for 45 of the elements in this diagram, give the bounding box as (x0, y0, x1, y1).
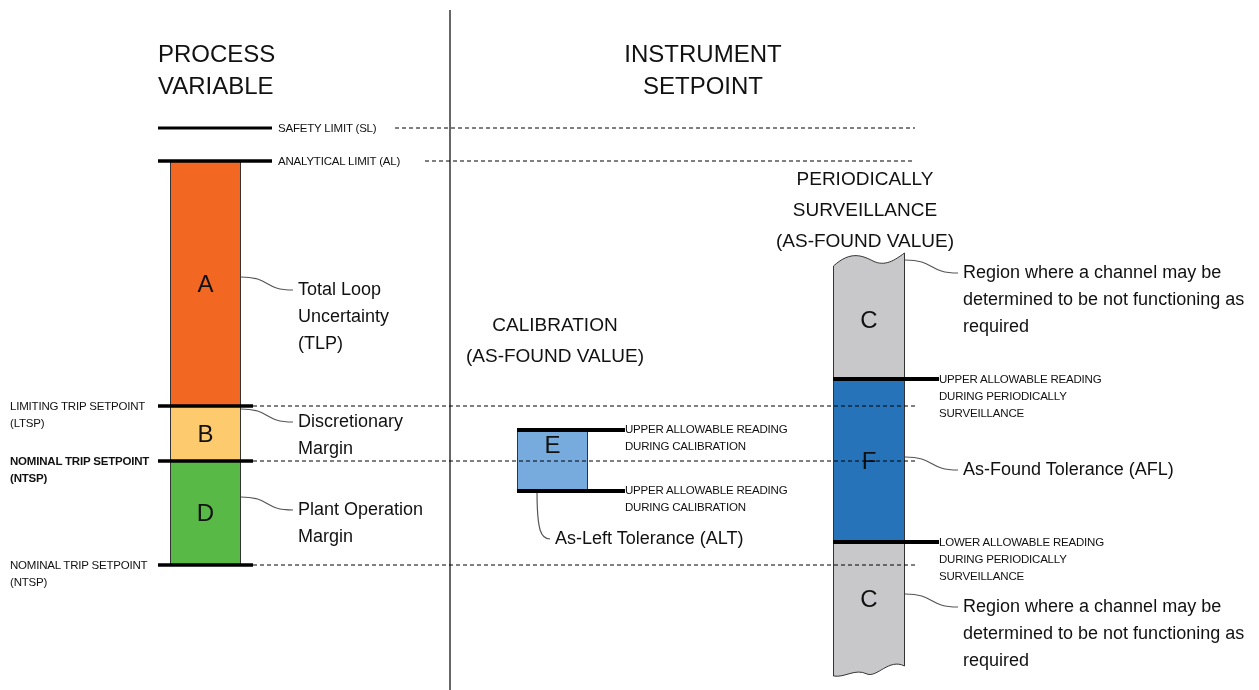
tolerance-band (170, 461, 241, 565)
leader-text: Total Loop Uncertainty (TLP) (298, 276, 403, 357)
level-label: ANALYTICAL LIMIT (AL) (278, 154, 402, 169)
section-heading: INSTRUMENT SETPOINT (623, 39, 783, 101)
level-label: NOMINAL TRIP SETPOINT (NTSP) (10, 558, 149, 590)
level-label: SAFETY LIMIT (SL) (278, 121, 378, 136)
leader-text: As-Found Tolerance (AFL) (963, 456, 1223, 483)
tolerance-band (517, 430, 588, 491)
tolerance-band (833, 252, 905, 379)
band-letter: E (544, 431, 561, 458)
leader-line (833, 540, 939, 544)
leader-text: Discretionary Margin (298, 408, 423, 462)
level-label: UPPER ALLOWABLE READING DURING CALIBRATION (625, 482, 800, 516)
band-letter: F (861, 447, 877, 474)
level-label: UPPER ALLOWABLE READING DURING CALIBRATION (625, 421, 800, 455)
leader-line (517, 489, 625, 493)
level-label: NOMINAL TRIP SETPOINT (NTSP) (10, 454, 151, 486)
tolerance-band (833, 542, 905, 680)
band-letter: A (197, 270, 214, 297)
leader-line (240, 496, 294, 511)
tolerance-band (170, 161, 241, 406)
level-label: LOWER ALLOWABLE READING DURING PERIODICALLY SURVEILLANCE (939, 534, 1109, 585)
tolerance-band (170, 406, 241, 461)
leader-line (536, 490, 551, 540)
leader-text: Region where a channel may be determined to be not functioning as required (963, 259, 1257, 340)
tolerance-band (833, 379, 905, 542)
leader-text: As-Left Tolerance (ALT) (555, 525, 755, 552)
section-heading: PROCESS VARIABLE (158, 39, 277, 101)
leader-line (904, 456, 959, 471)
leader-line (904, 593, 959, 608)
leader-line (240, 276, 294, 291)
level-label: UPPER ALLOWABLE READING DURING PERIODICALLY SURVEILLANCE (939, 371, 1109, 422)
section-heading: CALIBRATION (AS-FOUND VALUE) (464, 313, 646, 368)
leader-text: Region where a channel may be determined to be not functioning as required (963, 593, 1257, 674)
band-letter: B (197, 420, 214, 447)
leader-line (240, 408, 294, 423)
section-heading: PERIODICALLY SURVEILLANCE (AS-FOUND VALUE) (774, 167, 956, 253)
level-label: LIMITING TRIP SETPOINT (LTSP) (10, 399, 146, 431)
band-letter: C (860, 586, 878, 612)
leader-line (904, 259, 959, 274)
leader-line (833, 377, 939, 381)
leader-text: Plant Operation Margin (298, 496, 438, 550)
leader-line (517, 428, 625, 432)
band-letter: D (196, 500, 215, 526)
band-letter: C (860, 306, 878, 333)
